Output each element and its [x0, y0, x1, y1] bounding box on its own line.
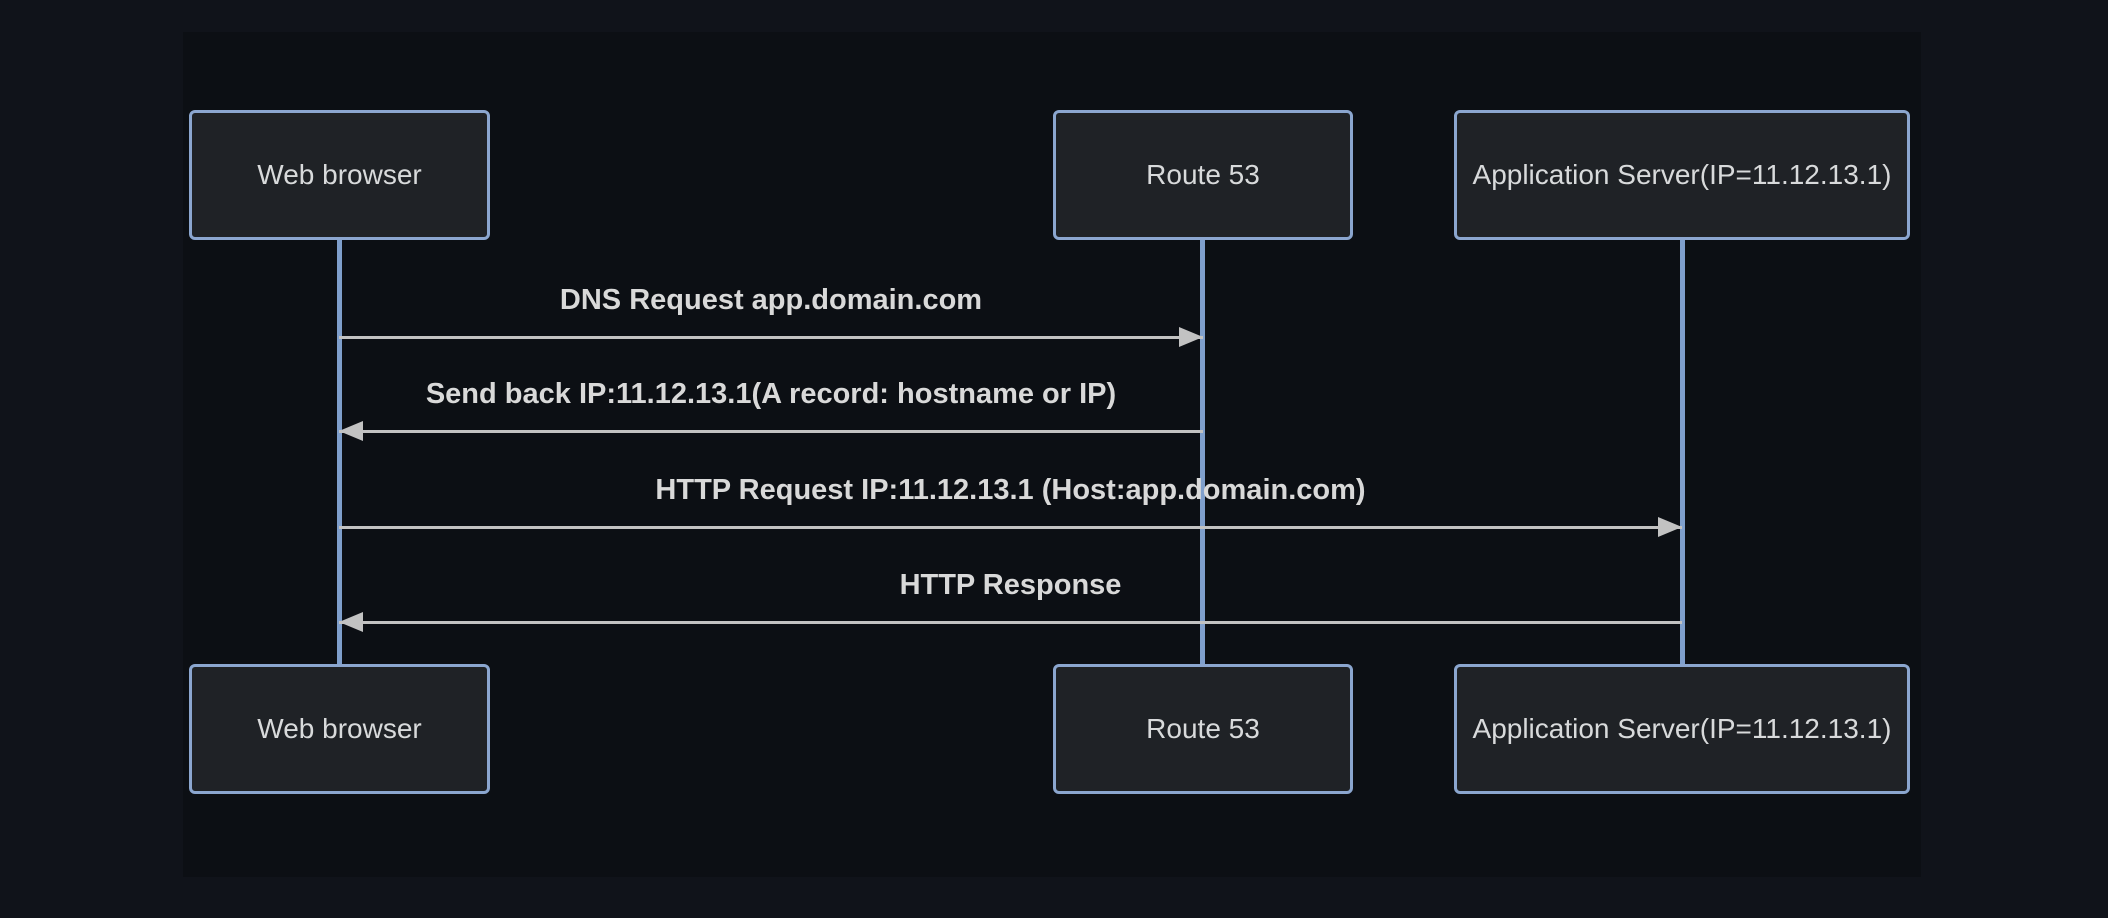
message-arrow-line — [339, 621, 1682, 624]
actor-box-web-browser-top: Web browser — [189, 110, 490, 240]
arrowhead-left-icon — [339, 612, 363, 632]
actor-label-web-browser: Web browser — [257, 159, 422, 190]
actor-label-application-server: Application Server(IP=11.12.13.1) — [1472, 713, 1892, 744]
arrowhead-right-icon — [1179, 327, 1203, 347]
message-label: HTTP Response — [899, 569, 1122, 601]
actor-label-web-browser: Web browser — [257, 713, 422, 744]
actor-box-route-53-top: Route 53 — [1053, 110, 1353, 240]
lifeline-route-53 — [1200, 240, 1205, 664]
arrowhead-right-icon — [1658, 517, 1682, 537]
actor-label-route-53: Route 53 — [1146, 713, 1260, 744]
message-arrow-line — [339, 430, 1203, 433]
actor-label-route-53: Route 53 — [1146, 159, 1260, 190]
lifeline-web-browser — [337, 240, 342, 664]
actor-box-application-server-top: Application Server(IP=11.12.13.1) — [1454, 110, 1910, 240]
message-arrow-line — [339, 526, 1682, 529]
arrowhead-left-icon — [339, 421, 363, 441]
actor-box-application-server-bottom: Application Server(IP=11.12.13.1) — [1454, 664, 1910, 794]
actor-box-route-53-bottom: Route 53 — [1053, 664, 1353, 794]
lifeline-application-server — [1680, 240, 1685, 664]
actor-label-application-server: Application Server(IP=11.12.13.1) — [1472, 159, 1892, 190]
message-label: DNS Request app.domain.com — [559, 284, 983, 316]
message-arrow-line — [339, 336, 1203, 339]
actor-box-web-browser-bottom: Web browser — [189, 664, 490, 794]
message-label: Send back IP:11.12.13.1(A record: hostna… — [425, 378, 1117, 410]
message-label: HTTP Request IP:11.12.13.1 (Host:app.dom… — [655, 474, 1366, 506]
